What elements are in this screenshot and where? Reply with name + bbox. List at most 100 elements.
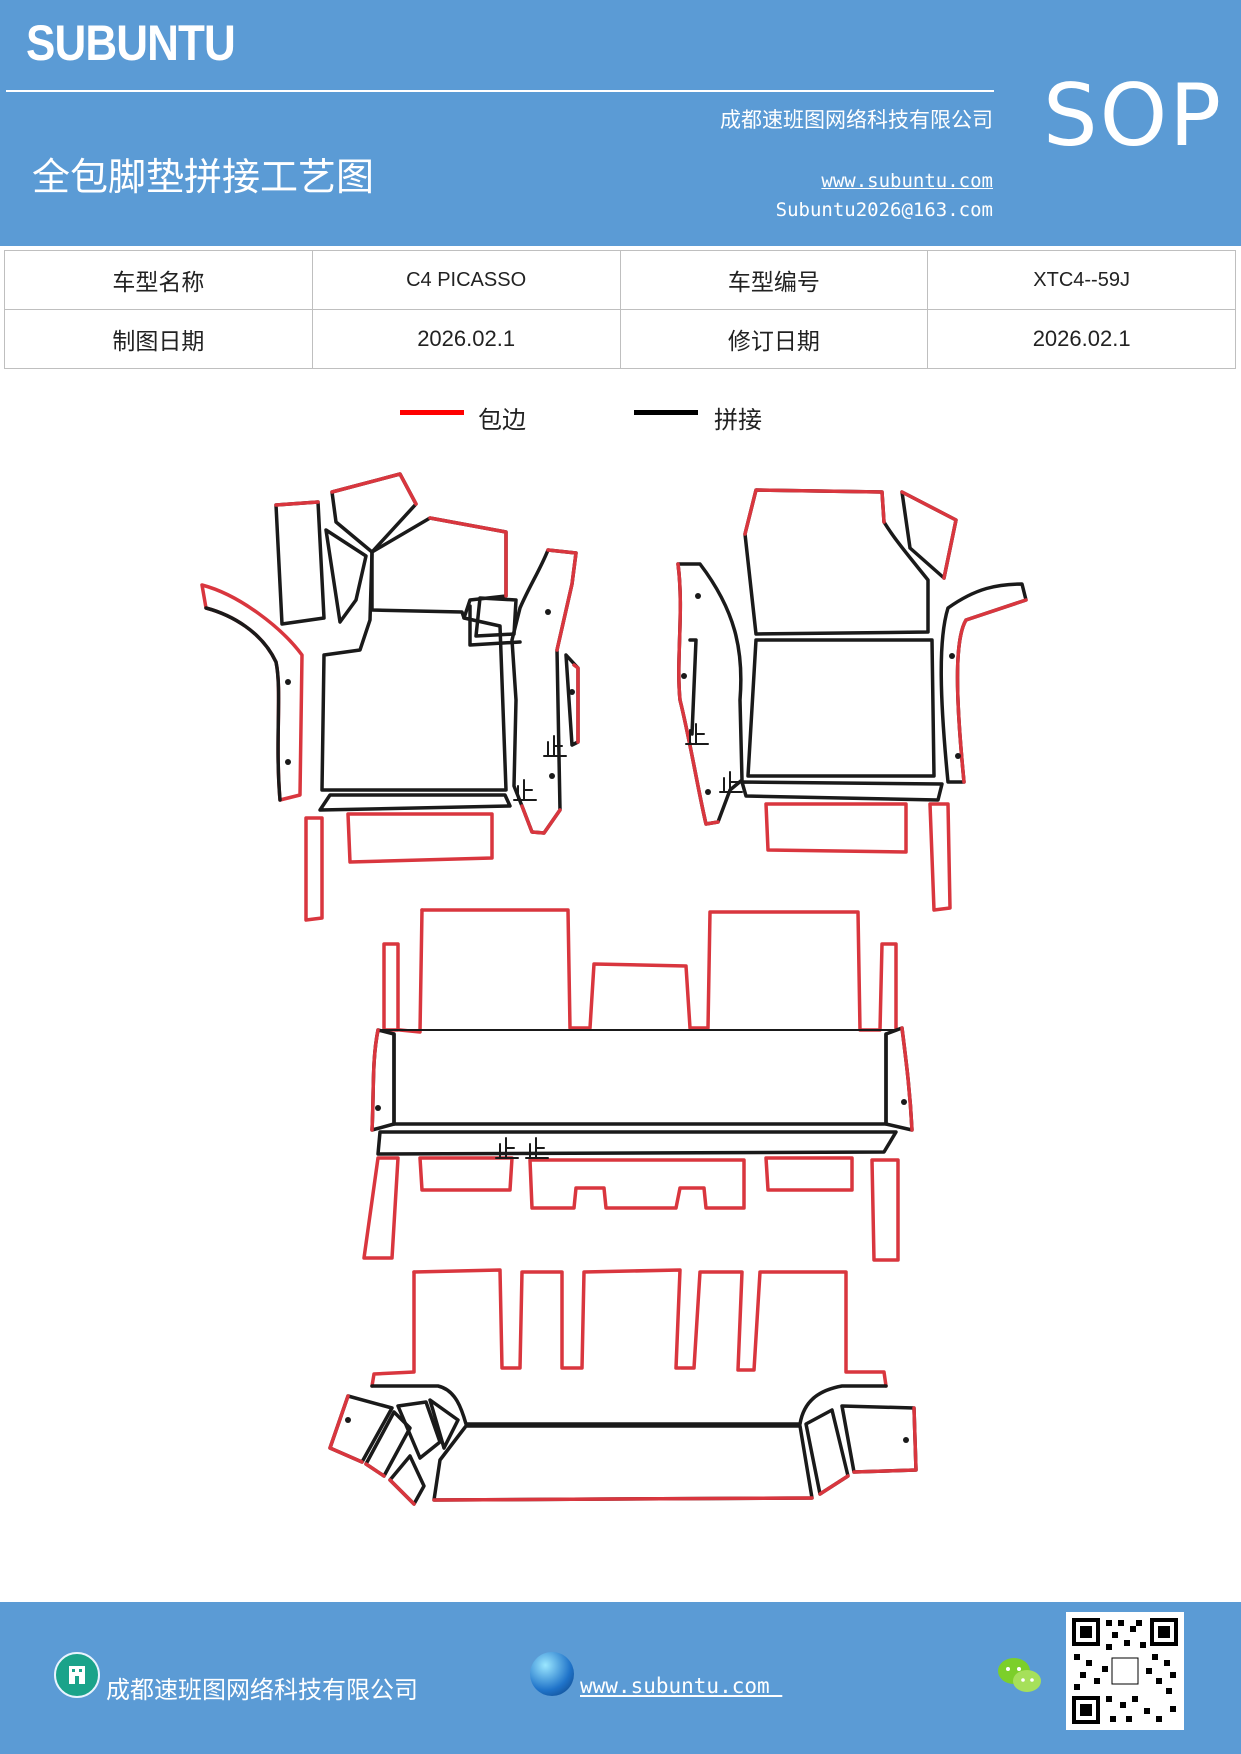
mat-piece bbox=[743, 488, 886, 536]
front-right-mat-group bbox=[676, 488, 1028, 912]
mat-piece bbox=[318, 793, 512, 812]
clip-hole bbox=[285, 679, 291, 685]
stop-mark bbox=[525, 1137, 549, 1159]
clip-hole bbox=[545, 609, 551, 615]
mat-piece bbox=[572, 663, 580, 744]
clip-hole bbox=[955, 753, 961, 759]
mat-piece bbox=[382, 942, 400, 1032]
mat-piece bbox=[928, 802, 952, 912]
mat-piece bbox=[412, 1268, 888, 1388]
legend-edge-label: 包边 bbox=[478, 406, 526, 434]
mat-piece bbox=[420, 908, 898, 1032]
model-code-value: XTC4--59J bbox=[927, 250, 1236, 310]
mat-piece bbox=[418, 1156, 514, 1192]
mat-piece bbox=[396, 1400, 442, 1460]
header-company-name: 成都速班图网络科技有限公司 bbox=[720, 108, 993, 132]
revise-date-value: 2026.02.1 bbox=[927, 309, 1236, 369]
mat-piece bbox=[304, 816, 324, 922]
mat-piece bbox=[740, 780, 944, 802]
clip-hole bbox=[345, 1417, 351, 1423]
third-row-mat-group bbox=[328, 1268, 918, 1506]
mat-piece bbox=[320, 516, 508, 792]
seam-line bbox=[688, 638, 698, 736]
table-row: 制图日期 2026.02.1 修订日期 2026.02.1 bbox=[4, 309, 1236, 369]
mat-piece bbox=[900, 490, 958, 580]
mat-piece bbox=[474, 596, 518, 638]
mat-piece bbox=[428, 1398, 460, 1450]
model-code-label: 车型编号 bbox=[619, 250, 929, 310]
draw-date-label: 制图日期 bbox=[4, 309, 313, 369]
mat-piece bbox=[528, 1158, 746, 1210]
header-divider bbox=[6, 90, 994, 92]
wechat-icon[interactable] bbox=[996, 1654, 1044, 1698]
stop-mark bbox=[719, 771, 743, 793]
mat-piece bbox=[428, 516, 508, 598]
mat-piece bbox=[330, 472, 418, 506]
mat-piece bbox=[328, 1394, 364, 1464]
brand-logo: SUBUNTU bbox=[26, 15, 236, 71]
mat-piece bbox=[818, 1474, 850, 1496]
mat-piece bbox=[764, 802, 908, 854]
legend-joint-label: 拼接 bbox=[714, 406, 762, 434]
clip-hole bbox=[705, 789, 711, 795]
legend: 包边 拼接 bbox=[400, 400, 820, 440]
clip-hole bbox=[949, 653, 955, 659]
building-icon bbox=[54, 1652, 100, 1698]
mat-piece bbox=[852, 1406, 918, 1474]
header-banner: SUBUNTU 成都速班图网络科技有限公司 全包脚垫拼接工艺图 www.subu… bbox=[0, 0, 1241, 246]
mat-piece bbox=[520, 548, 578, 835]
footer-company-name: 成都速班图网络科技有限公司 bbox=[106, 1676, 418, 1704]
mat-piece bbox=[870, 1158, 900, 1262]
legend-joint-swatch bbox=[634, 410, 698, 415]
clip-hole bbox=[285, 759, 291, 765]
sop-badge: SOP bbox=[1043, 66, 1224, 166]
mat-piece bbox=[392, 1032, 888, 1126]
mat-piece bbox=[346, 812, 494, 864]
mat-piece bbox=[746, 638, 936, 778]
mat-piece bbox=[398, 908, 424, 1034]
mat-piece bbox=[370, 1028, 380, 1132]
mat-piece bbox=[370, 1270, 416, 1388]
clip-hole bbox=[549, 773, 555, 779]
clip-hole bbox=[901, 1099, 907, 1105]
globe-icon bbox=[530, 1652, 574, 1696]
footer-banner: 成都速班图网络科技有限公司 www.subuntu.com bbox=[0, 1602, 1241, 1754]
mat-piece bbox=[955, 598, 1028, 784]
vehicle-info-table: 车型名称 C4 PICASSO 车型编号 XTC4--59J 制图日期 2026… bbox=[4, 250, 1236, 369]
mat-piece bbox=[364, 1462, 386, 1478]
seam-line bbox=[370, 550, 466, 620]
footer-website-link[interactable]: www.subuntu.com bbox=[580, 1674, 783, 1698]
model-name-label: 车型名称 bbox=[4, 250, 313, 310]
stop-mark bbox=[495, 1137, 519, 1159]
header-website-link[interactable]: www.subuntu.com bbox=[821, 170, 993, 192]
document-title: 全包脚垫拼接工艺图 bbox=[32, 155, 375, 199]
front-left-mat-group bbox=[200, 472, 580, 922]
mat-piece bbox=[388, 1478, 416, 1506]
header-email: Subuntu2026@163.com bbox=[775, 199, 993, 221]
qr-code bbox=[1066, 1612, 1184, 1730]
seam-line bbox=[370, 1384, 888, 1426]
clip-hole bbox=[569, 689, 575, 695]
stop-mark bbox=[513, 779, 537, 801]
mat-piece bbox=[274, 500, 326, 626]
stop-mark bbox=[543, 735, 567, 757]
stop-mark bbox=[685, 723, 709, 745]
mat-piece bbox=[324, 528, 368, 624]
second-row-mat-group bbox=[362, 908, 914, 1262]
seam-line bbox=[204, 606, 282, 802]
clip-hole bbox=[375, 1105, 381, 1111]
table-row: 车型名称 C4 PICASSO 车型编号 XTC4--59J bbox=[4, 250, 1236, 310]
mat-piece bbox=[743, 488, 930, 636]
mat-piece bbox=[676, 562, 720, 826]
mat-piece bbox=[200, 583, 304, 802]
mat-piece bbox=[900, 1026, 914, 1132]
mat-piece bbox=[432, 1496, 814, 1502]
stop-marks bbox=[495, 723, 743, 1159]
clip-hole bbox=[695, 593, 701, 599]
clip-hole bbox=[681, 673, 687, 679]
mat-piece bbox=[274, 500, 320, 507]
mat-piece bbox=[676, 562, 744, 826]
mat-piece bbox=[764, 1156, 854, 1192]
seam-line bbox=[468, 604, 522, 647]
mat-piece bbox=[362, 1156, 400, 1260]
